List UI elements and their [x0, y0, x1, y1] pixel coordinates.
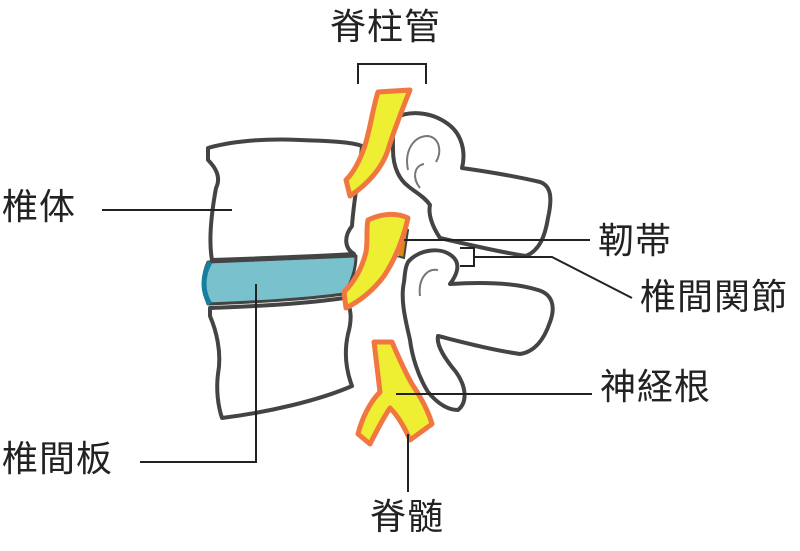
leader-disc	[140, 284, 257, 463]
intervertebral-disc	[202, 254, 358, 306]
upper-facet-curl-2	[414, 163, 425, 189]
leader-facet-bracket	[460, 247, 475, 267]
upper-facet-curl	[406, 134, 441, 171]
upper-vertebral-body	[206, 137, 364, 262]
spinal-cord-upper-segment	[343, 87, 413, 199]
spinal-cord-middle-segment	[341, 211, 411, 311]
label-nerve-root: 神経根	[600, 367, 712, 408]
upper-posterior-element	[390, 111, 553, 258]
lower-facet-curl	[418, 268, 439, 297]
label-spinal-cord: 脊髄	[370, 497, 445, 538]
lower-posterior-element	[400, 248, 555, 412]
leader-facet-joint	[474, 256, 633, 299]
disc-anterior-edge	[201, 260, 213, 306]
label-intervertebral-disc: 椎間板	[2, 439, 114, 480]
label-ligament: 靭帯	[598, 221, 673, 262]
spinal-cord-lower-segment	[355, 339, 435, 447]
label-vertebral-body: 椎体	[2, 187, 77, 228]
label-facet-joint: 椎間関節	[640, 277, 789, 318]
label-spinal-canal: 脊柱管	[330, 7, 442, 48]
spinal-canal-bracket	[357, 63, 427, 84]
lower-vertebral-body	[208, 296, 354, 420]
